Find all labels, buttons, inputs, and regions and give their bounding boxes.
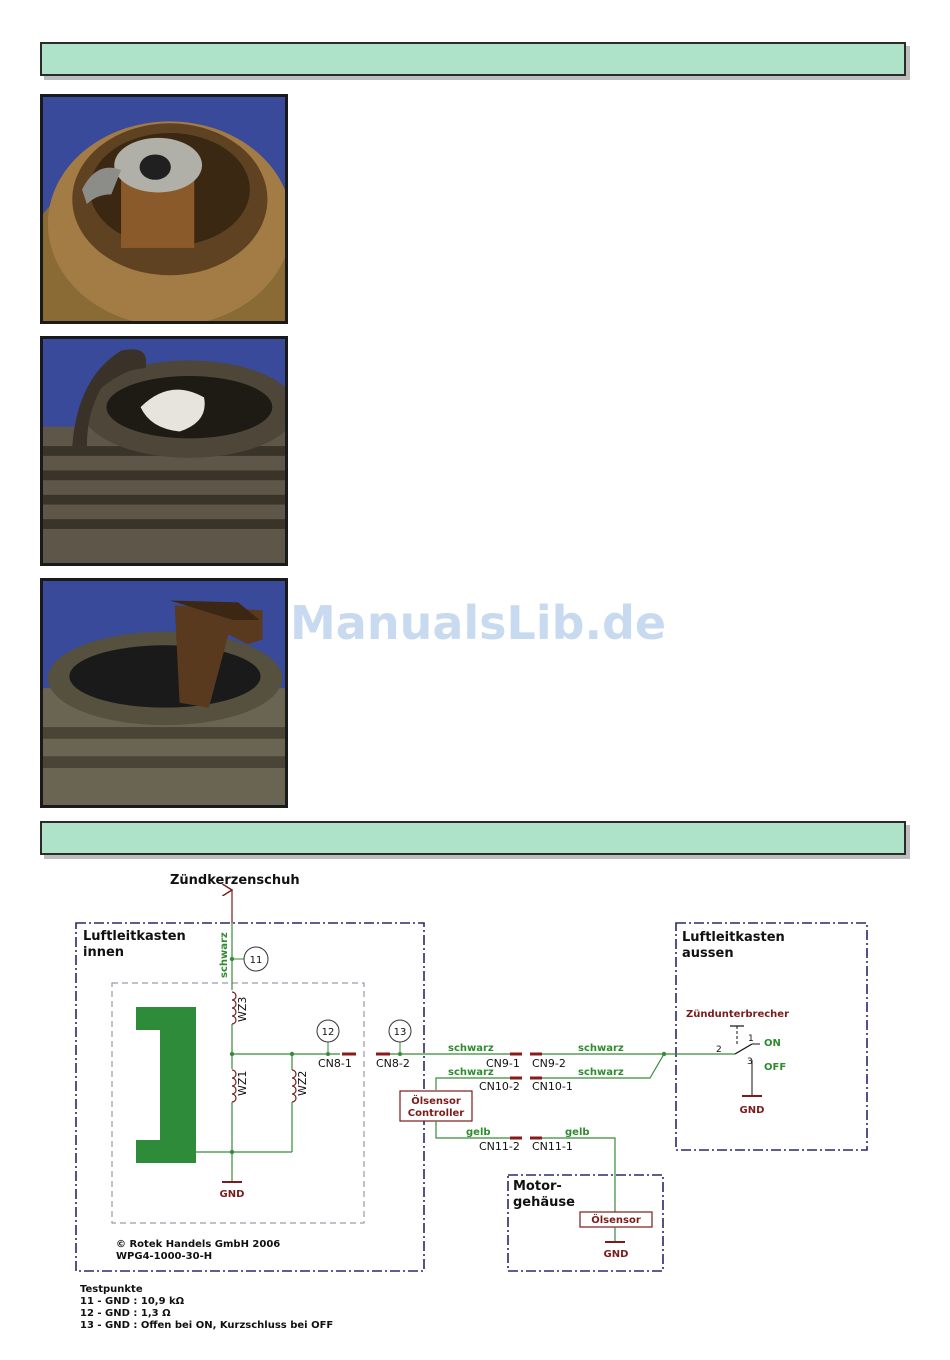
connector-cn9-2-label: CN9-2: [532, 1057, 566, 1070]
testpoint-12-label: 12: [322, 1027, 335, 1038]
testpoint-13-label: 13: [394, 1027, 407, 1038]
connector-cn10-1-label: CN10-1: [532, 1080, 573, 1093]
testpoints-title: Testpunkte: [80, 1284, 143, 1295]
spark-plug-photo-3: [40, 578, 288, 808]
section-header-bar-top: [40, 42, 906, 76]
coil-wz2-label: WZ2: [296, 1071, 309, 1096]
oilsensor-controller-line1: Ölsensor: [411, 1093, 461, 1107]
coil-wz3: [231, 991, 237, 1025]
spark-plug-photo-1: [40, 94, 288, 324]
connector-cn10-2-label: CN10-2: [479, 1080, 520, 1093]
connector-cn9-1-label: CN9-1: [486, 1057, 520, 1070]
section-header-bar-diagram: [40, 821, 906, 855]
spark-plug-photo-2: [40, 336, 288, 566]
wire-label-cn11-sensor: gelb: [565, 1127, 590, 1138]
testpoint-11-label: 11: [250, 955, 263, 966]
switch-pin-2: 2: [716, 1045, 722, 1055]
connector-cn8-2-label: CN8-2: [376, 1057, 410, 1070]
box-motorgehaeuse: [507, 1174, 664, 1272]
wire-label-controller-cn11: gelb: [466, 1127, 491, 1138]
box-inner-title-line2: innen: [83, 945, 124, 960]
box-motor-title-line1: Motor-: [513, 1179, 562, 1194]
wire-label-controller-cn10: schwarz: [448, 1067, 494, 1078]
wire-label-cn10-switch: schwarz: [578, 1067, 624, 1078]
switch-pin-1: 1: [748, 1034, 754, 1044]
oilsensor-controller-line2: Controller: [408, 1108, 465, 1119]
wire-label-vertical-black: schwarz: [219, 932, 230, 978]
wiring-diagram: Zündkerzenschuh Luftleitkasten innen Luf…: [75, 873, 868, 1331]
part-code: WPG4-1000-30-H: [116, 1251, 212, 1262]
box-luftleitkasten-aussen: [675, 922, 868, 1151]
connector-cn11-2-label: CN11-2: [479, 1140, 520, 1153]
box-ignition-coil-module: [111, 982, 365, 1224]
box-inner-title-line1: Luftleitkasten: [83, 929, 186, 944]
coil-wz3-label: WZ3: [236, 997, 249, 1022]
box-outer-title-line2: aussen: [682, 946, 734, 961]
copyright: © Rotek Handels GmbH 2006: [116, 1239, 280, 1250]
oilsensor-controller-box: [399, 1090, 473, 1122]
testpoint-11: [243, 946, 269, 972]
coil-wz2: [291, 1069, 297, 1103]
switch-off-label: OFF: [764, 1062, 786, 1073]
switch-on-label: ON: [764, 1038, 781, 1049]
wire-label-cn9-switch: schwarz: [578, 1043, 624, 1054]
gnd-label-switch: GND: [740, 1105, 765, 1116]
oilsensor-label: Ölsensor: [591, 1212, 641, 1226]
watermark: ManualsLib.de: [290, 596, 667, 650]
gnd-label-sensor: GND: [604, 1249, 629, 1260]
box-outer-title-line1: Luftleitkasten: [682, 930, 785, 945]
coil-wz1: [231, 1069, 237, 1103]
switch-title: Zündunterbrecher: [686, 1009, 789, 1020]
gnd-label-inner: GND: [220, 1189, 245, 1200]
box-luftleitkasten-innen: [75, 922, 425, 1272]
oilsensor-box: [579, 1211, 653, 1228]
switch-pin-3: 3: [747, 1057, 753, 1067]
coil-wz1-label: WZ1: [236, 1071, 249, 1096]
connector-cn11-1-label: CN11-1: [532, 1140, 573, 1153]
iron-core: [136, 1007, 196, 1163]
box-motor-title-line2: gehäuse: [513, 1195, 575, 1210]
top-label: Zündkerzenschuh: [170, 873, 300, 888]
wire-label-cn8-cn9: schwarz: [448, 1043, 494, 1054]
switch-lever: [734, 1043, 753, 1055]
testpoint-line-11: 11 - GND : 10,9 kΩ: [80, 1296, 185, 1307]
connector-cn8-1-label: CN8-1: [318, 1057, 352, 1070]
testpoint-line-13: 13 - GND : Offen bei ON, Kurzschluss bei…: [80, 1320, 333, 1331]
testpoint-line-12: 12 - GND : 1,3 Ω: [80, 1308, 171, 1319]
